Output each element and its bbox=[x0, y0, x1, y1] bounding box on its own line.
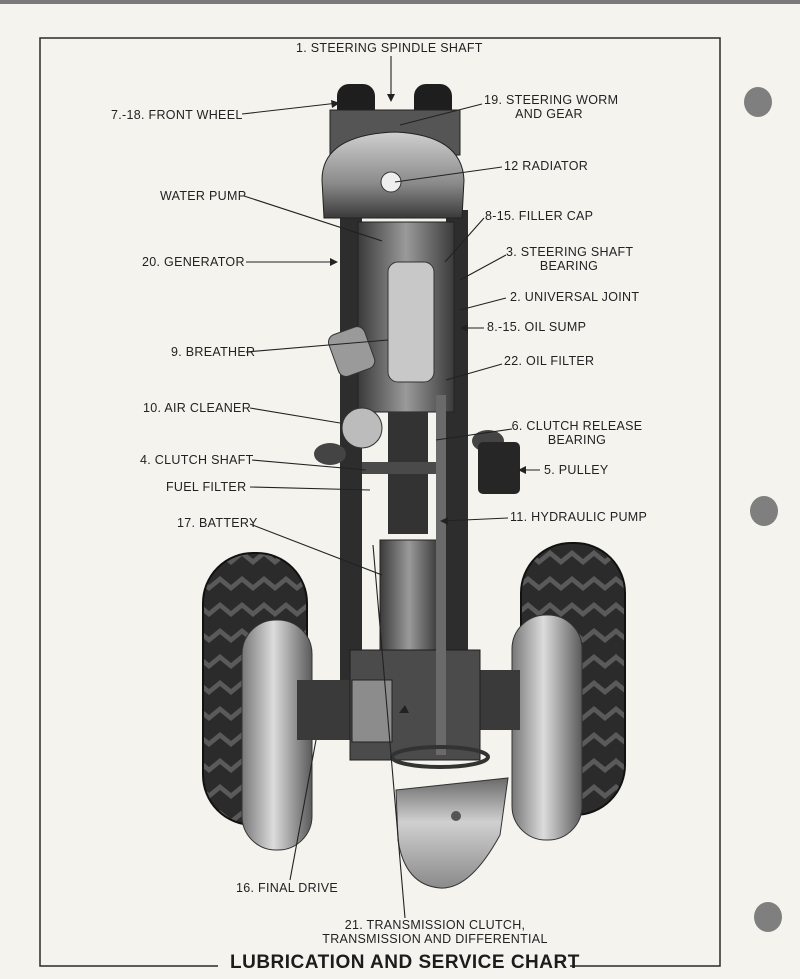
label-steering-shaft-bearing-line1: 3. STEERING SHAFT bbox=[506, 245, 634, 259]
arrowhead-transmission bbox=[399, 705, 409, 713]
leader-arrowheads bbox=[330, 94, 526, 713]
label-steering-worm-and-gear: 19. STEERING WORM AND GEAR bbox=[484, 93, 619, 121]
breather-pipe bbox=[327, 326, 376, 377]
chart-title: LUBRICATION AND SERVICE CHART bbox=[230, 952, 580, 973]
label-steering-shaft-bearing-line2: BEARING bbox=[539, 259, 599, 273]
leader-fuel-filter bbox=[249, 486, 371, 491]
leader-hydraulic-pump bbox=[441, 517, 509, 522]
label-universal-joint: 2. UNIVERSAL JOINT bbox=[510, 290, 640, 304]
leader-oil-filter bbox=[445, 363, 503, 381]
leader-steering-shaft-bearing bbox=[459, 254, 507, 281]
seat bbox=[395, 777, 509, 889]
leader-battery bbox=[249, 523, 383, 576]
label-fuel-filter: FUEL FILTER bbox=[166, 480, 247, 494]
leader-transmission bbox=[372, 544, 406, 919]
label-battery: 17. BATTERY bbox=[177, 516, 258, 530]
leader-front-wheel bbox=[241, 102, 339, 115]
leader-water-pump bbox=[243, 195, 383, 242]
arrowhead-pulley bbox=[518, 466, 526, 474]
binder-hole-bottom bbox=[754, 902, 782, 932]
label-filler-cap: 8-15. FILLER CAP bbox=[485, 209, 594, 223]
label-front-wheel: 7.-18. FRONT WHEEL bbox=[111, 108, 243, 122]
top-edge-shadow bbox=[0, 0, 800, 4]
label-clutch-release-line1: 6. CLUTCH RELEASE bbox=[511, 419, 643, 433]
label-water-pump: WATER PUMP bbox=[160, 189, 247, 203]
label-clutch-shaft: 4. CLUTCH SHAFT bbox=[140, 453, 254, 467]
label-pulley: 5. PULLEY bbox=[544, 463, 609, 477]
arrowhead-steering-spindle bbox=[387, 94, 395, 102]
valve-cover bbox=[387, 261, 435, 383]
pulley-illustration bbox=[478, 442, 520, 494]
arrowhead-generator bbox=[330, 258, 338, 266]
leader-air-cleaner bbox=[249, 407, 341, 424]
label-air-cleaner: 10. AIR CLEANER bbox=[143, 401, 252, 415]
leader-universal-joint bbox=[459, 297, 507, 311]
transmission-housing bbox=[379, 539, 439, 651]
leader-lines bbox=[241, 56, 540, 919]
leader-radiator bbox=[394, 166, 503, 183]
label-final-drive: 16. FINAL DRIVE bbox=[236, 881, 338, 895]
label-clutch-release-bearing: 6. CLUTCH RELEASE BEARING bbox=[510, 419, 644, 447]
steering-column bbox=[436, 395, 446, 755]
steering-wheel bbox=[390, 745, 490, 769]
leader-steering-worm bbox=[399, 103, 483, 126]
chart-border bbox=[39, 37, 721, 967]
label-transmission: 21. TRANSMISSION CLUTCH, TRANSMISSION AN… bbox=[316, 918, 554, 946]
label-steering-worm-line1: 19. STEERING WORM bbox=[484, 93, 619, 107]
arrowhead-hydraulic-pump bbox=[440, 517, 448, 525]
label-generator: 20. GENERATOR bbox=[142, 255, 245, 269]
radiator-cap-illustration bbox=[380, 171, 402, 193]
leader-final-drive bbox=[289, 739, 317, 881]
label-radiator: 12 RADIATOR bbox=[504, 159, 589, 173]
leader-breather bbox=[245, 339, 389, 353]
label-oil-sump: 8.-15. OIL SUMP bbox=[487, 320, 587, 334]
leader-clutch-release bbox=[435, 428, 513, 441]
label-transmission-line1: 21. TRANSMISSION CLUTCH, bbox=[344, 918, 526, 932]
label-clutch-release-line2: BEARING bbox=[547, 433, 607, 447]
left-axle-housing bbox=[297, 680, 357, 740]
leader-filler-cap bbox=[444, 217, 485, 263]
binder-hole-top bbox=[744, 87, 772, 117]
label-oil-filter: 22. OIL FILTER bbox=[504, 354, 595, 368]
seat-bolt bbox=[451, 811, 461, 821]
arrowhead-front-wheel bbox=[331, 100, 340, 108]
leader-clutch-shaft bbox=[251, 459, 367, 471]
left-headlight bbox=[314, 443, 346, 465]
binder-hole-middle bbox=[750, 496, 778, 526]
label-hydraulic-pump: 11. HYDRAULIC PUMP bbox=[510, 510, 648, 524]
clutch-shaft-crossbar bbox=[362, 462, 446, 474]
label-steering-shaft-bearing: 3. STEERING SHAFT BEARING bbox=[506, 245, 634, 273]
label-steering-spindle-shaft: 1. STEERING SPINDLE SHAFT bbox=[296, 41, 483, 55]
right-axle-housing bbox=[478, 670, 520, 730]
final-drive-housing bbox=[351, 679, 393, 743]
label-breather: 9. BREATHER bbox=[171, 345, 256, 359]
arrowhead-oil-sump bbox=[460, 324, 468, 332]
label-steering-worm-line2: AND GEAR bbox=[515, 107, 583, 121]
right-fender bbox=[511, 614, 583, 841]
air-cleaner-illustration bbox=[341, 407, 383, 449]
label-transmission-line2: TRANSMISSION AND DIFFERENTIAL bbox=[322, 932, 548, 946]
